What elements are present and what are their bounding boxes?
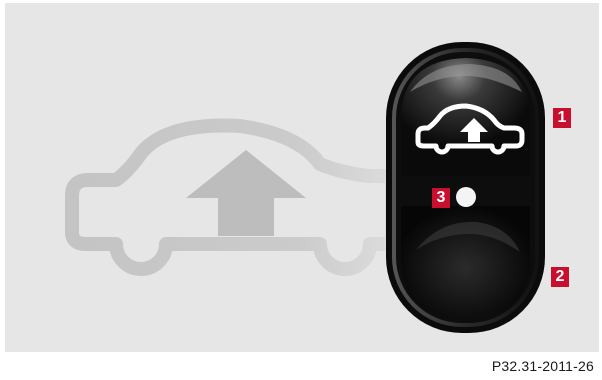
indicator-lamp-icon — [456, 187, 476, 207]
callout-1: 1 — [553, 108, 571, 128]
figure-code: P32.31-2011-26 — [492, 358, 594, 374]
background-up-arrow-icon — [186, 150, 306, 236]
sunroof-switch[interactable] — [386, 42, 545, 333]
callout-3: 3 — [432, 188, 450, 208]
callout-2: 2 — [551, 267, 569, 287]
background-car-icon — [72, 126, 392, 269]
